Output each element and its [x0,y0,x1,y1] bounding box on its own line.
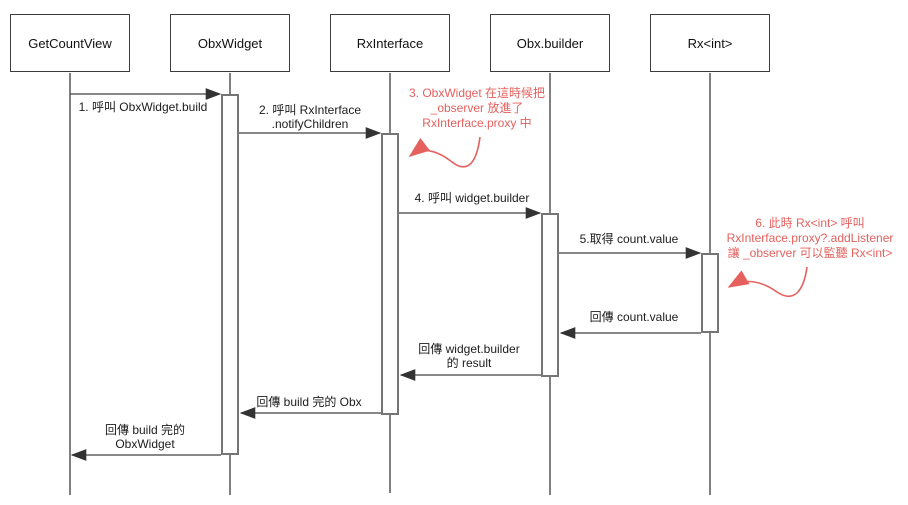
return-4-label-line2: ObxWidget [115,437,175,451]
note-3-line2: _observer 放進了 [430,101,524,115]
note-6-line2: RxInterface.proxy?.addListener [726,231,894,245]
return-3-label: 回傳 build 完的 Obx [256,395,362,409]
note-6-line3: 讓 _observer 可以監聽 Rx<int> [727,246,893,260]
message-1-label: 1. 呼叫 ObxWidget.build [78,100,208,114]
participant-rxint: Rx<int> [650,14,770,72]
participant-getcountview-label: GetCountView [28,35,112,51]
message-2-label-line1: 2. 呼叫 RxInterface [258,103,362,117]
note-3-line1: 3. ObxWidget 在這時候把 [408,86,546,100]
participant-obxbuilder: Obx.builder [490,14,610,72]
return-1-label: 回傳 count.value [589,310,679,324]
participant-obxwidget-label: ObxWidget [197,35,263,51]
message-2-label-line2: .notifyChildren [271,117,349,131]
participant-obxwidget: ObxWidget [170,14,290,72]
return-2-label-line2: 的 result [446,356,492,370]
participant-getcountview: GetCountView [10,14,130,72]
message-2-label: 2. 呼叫 RxInterface .notifyChildren [259,103,361,131]
activation-rxint [701,253,719,333]
activation-obxwidget [221,94,239,455]
message-4-label: 4. 呼叫 widget.builder [414,191,530,205]
note-3-line3: RxInterface.proxy 中 [422,116,532,130]
participant-rxint-label: Rx<int> [687,35,733,51]
message-5-label: 5.取得 count.value [579,232,679,246]
activation-obxbuilder [541,213,559,377]
participant-obxbuilder-label: Obx.builder [516,35,584,51]
return-2-label: 回傳 widget.builder 的 result [418,342,519,370]
return-4-label-line1: 回傳 build 完的 [104,423,186,437]
return-4-label: 回傳 build 完的 ObxWidget [105,423,185,451]
note-3-text: 3. ObxWidget 在這時候把 _observer 放進了 RxInter… [409,86,545,131]
note-6-text: 6. 此時 Rx<int> 呼叫 RxInterface.proxy?.addL… [727,216,894,261]
note-6-line1: 6. 此時 Rx<int> 呼叫 [755,216,865,230]
participant-rxinterface: RxInterface [330,14,450,72]
activation-rxinterface [381,133,399,415]
return-2-label-line1: 回傳 widget.builder [418,342,520,356]
participant-rxinterface-label: RxInterface [356,35,424,51]
